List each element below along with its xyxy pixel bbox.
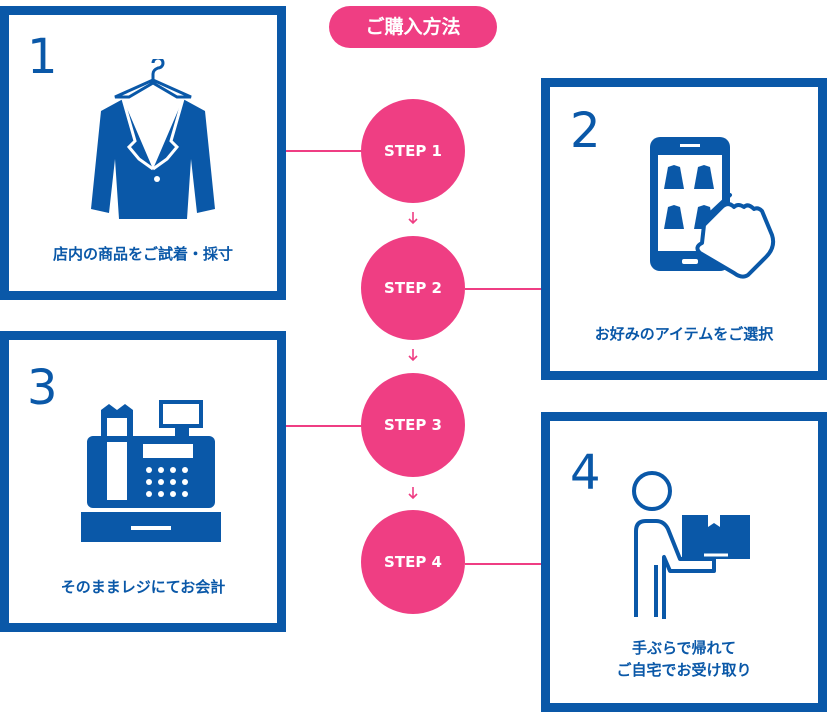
connector-step-4	[465, 563, 541, 565]
arrow-down-icon	[408, 349, 418, 362]
cash-register-icon	[81, 400, 221, 542]
step-4-box: 4 手ぶらで帰れて ご自宅でお受け取り	[541, 412, 827, 712]
step-3-box: 3 そのままレジにてお会計	[0, 331, 286, 632]
step-1-caption-line: 店内の商品をご試着・採寸	[52, 245, 233, 263]
step-1-circle: STEP 1	[361, 99, 465, 203]
connector-step-2	[465, 288, 541, 290]
person-with-box-icon	[632, 471, 750, 619]
suit-jacket-icon	[91, 59, 215, 219]
step-4-caption-line-2: ご自宅でお受け取り	[616, 661, 752, 679]
step-4-number: 4	[570, 445, 601, 501]
page-title: ご購入方法	[329, 6, 497, 48]
arrow-down-icon	[408, 212, 418, 225]
step-2-number: 2	[570, 103, 601, 159]
step-3-caption: そのままレジにてお会計	[9, 576, 277, 598]
connector-step-3	[286, 425, 362, 427]
step-2-circle: STEP 2	[361, 236, 465, 340]
step-1-box: 1 店内の商品をご試着・採寸	[0, 6, 286, 300]
connector-step-1	[286, 150, 362, 152]
step-4-caption: 手ぶらで帰れて ご自宅でお受け取り	[550, 637, 818, 681]
step-2-caption-line: お好みのアイテムをご選択	[594, 325, 774, 343]
step-3-caption-line: そのままレジにてお会計	[60, 578, 226, 596]
step-4-caption-line-1: 手ぶらで帰れて	[631, 639, 737, 657]
step-2-box: 2 お好みのアイテムをご選択	[541, 78, 827, 380]
step-2-caption: お好みのアイテムをご選択	[550, 323, 818, 345]
step-1-caption: 店内の商品をご試着・採寸	[9, 243, 277, 265]
step-1-number: 1	[27, 29, 58, 85]
smartphone-tap-icon	[650, 137, 776, 279]
step-3-number: 3	[27, 360, 58, 416]
step-3-circle: STEP 3	[361, 373, 465, 477]
step-4-circle: STEP 4	[361, 510, 465, 614]
arrow-down-icon	[408, 487, 418, 500]
